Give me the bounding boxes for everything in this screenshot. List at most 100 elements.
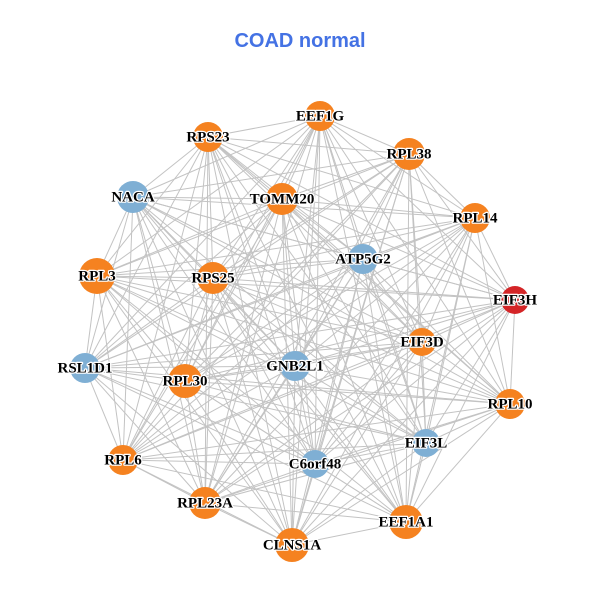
node-RPL30 xyxy=(168,364,202,398)
node-label-RSL1D1: RSL1D1 xyxy=(57,360,112,376)
node-label-EEF1G: EEF1G xyxy=(296,108,345,124)
node-label-EIF3L: EIF3L xyxy=(405,435,448,451)
edge-EIF3D-EIF3L xyxy=(421,341,427,444)
node-label-RPL6: RPL6 xyxy=(104,452,142,468)
edge-NACA-TOMM20 xyxy=(132,196,283,200)
edge-RSL1D1-RPL23A xyxy=(84,367,206,504)
node-RPL10 xyxy=(495,389,525,419)
node-RPS23 xyxy=(193,122,223,152)
edge-RPS25-CLNS1A xyxy=(212,277,293,546)
edge-RPL10-CLNS1A xyxy=(291,403,511,546)
edge-ATP5G2-RPL10 xyxy=(362,258,511,405)
edge-EIF3L-CLNS1A xyxy=(291,442,427,546)
edge-EEF1A1-CLNS1A xyxy=(291,521,407,546)
node-label-RPL38: RPL38 xyxy=(387,146,432,162)
edge-EEF1G-GNB2L1 xyxy=(294,115,321,367)
edge-EIF3H-EIF3D xyxy=(421,299,516,343)
edge-C6orf48-EEF1A1 xyxy=(314,463,407,523)
edge-RPL38-EIF3L xyxy=(408,153,427,444)
edge-RPS25-RPL6 xyxy=(122,277,214,461)
edge-EEF1G-EIF3D xyxy=(319,115,423,343)
edge-RPL30-EIF3L xyxy=(184,380,427,444)
edge-RPS25-EIF3H xyxy=(212,277,516,301)
edge-EIF3D-GNB2L1 xyxy=(294,341,423,367)
edge-RPL3-RPL23A xyxy=(96,275,206,504)
edge-TOMM20-EEF1A1 xyxy=(281,198,407,523)
edge-RPL3-EIF3H xyxy=(96,275,516,301)
edge-ATP5G2-CLNS1A xyxy=(291,258,364,546)
node-label-RPL10: RPL10 xyxy=(488,396,533,412)
edge-RPS25-RPL10 xyxy=(212,277,511,405)
edge-RPL14-GNB2L1 xyxy=(294,217,476,367)
node-label-CLNS1A: CLNS1A xyxy=(263,537,322,553)
edge-RPL38-RPL3 xyxy=(96,153,410,277)
node-RPS25 xyxy=(197,262,229,294)
edge-RPL3-EEF1A1 xyxy=(96,275,407,523)
edge-NACA-RPL14 xyxy=(132,196,476,219)
node-EEF1G xyxy=(305,101,335,131)
edge-RPL3-EIF3D xyxy=(96,275,423,343)
edge-GNB2L1-EEF1A1 xyxy=(294,365,407,523)
edge-EEF1G-EIF3H xyxy=(319,115,516,301)
node-label-EEF1A1: EEF1A1 xyxy=(378,514,433,530)
edge-EIF3H-EIF3L xyxy=(425,299,516,444)
node-EIF3H xyxy=(501,286,529,314)
node-label-TOMM20: TOMM20 xyxy=(250,191,315,207)
edge-ATP5G2-RPS25 xyxy=(212,258,364,279)
node-NACA xyxy=(117,181,149,213)
edge-EEF1G-ATP5G2 xyxy=(319,115,364,260)
edge-TOMM20-RPL14 xyxy=(281,198,476,219)
edge-RPS25-EEF1A1 xyxy=(212,277,407,523)
edge-RPL10-EIF3L xyxy=(425,403,511,444)
node-label-NACA: NACA xyxy=(111,189,154,205)
edge-EEF1G-RPL30 xyxy=(184,115,321,382)
edge-RPL3-C6orf48 xyxy=(96,275,316,465)
edge-RPL6-EIF3L xyxy=(122,442,427,461)
node-label-RPS25: RPS25 xyxy=(191,270,234,286)
edge-TOMM20-RSL1D1 xyxy=(84,198,283,369)
node-TOMM20 xyxy=(266,183,298,215)
edge-RPL14-C6orf48 xyxy=(314,217,476,465)
edge-RPL10-C6orf48 xyxy=(314,403,511,465)
edge-EIF3D-C6orf48 xyxy=(314,341,423,465)
node-RPL38 xyxy=(393,138,425,170)
edge-EIF3H-RPL10 xyxy=(509,299,516,405)
edge-C6orf48-RPL23A xyxy=(204,463,316,504)
edge-RPS23-EIF3D xyxy=(207,136,423,343)
edge-RPL14-RPL23A xyxy=(204,217,476,504)
edge-RPL14-RPL3 xyxy=(96,217,476,277)
edge-EIF3D-RPL23A xyxy=(204,341,423,504)
edge-EIF3D-RSL1D1 xyxy=(84,341,423,369)
edge-ATP5G2-RPL3 xyxy=(96,258,364,277)
plot-title: COAD normal xyxy=(234,30,366,52)
edge-RPL38-TOMM20 xyxy=(281,153,410,200)
edge-RPL30-CLNS1A xyxy=(184,380,293,546)
edge-RSL1D1-EIF3L xyxy=(84,367,427,444)
node-label-EIF3H: EIF3H xyxy=(493,292,538,308)
edge-EEF1G-RPS23 xyxy=(207,115,321,138)
edge-GNB2L1-RPL23A xyxy=(204,365,296,504)
node-RPL23A xyxy=(189,487,221,519)
edge-EEF1G-NACA xyxy=(132,115,321,198)
edge-EIF3H-GNB2L1 xyxy=(294,299,516,367)
node-label-RPL14: RPL14 xyxy=(453,210,499,226)
edge-ATP5G2-EIF3D xyxy=(362,258,423,343)
edge-TOMM20-RPL30 xyxy=(184,198,283,382)
edge-RPS25-RPL23A xyxy=(204,277,214,504)
edge-RPL38-NACA xyxy=(132,153,410,198)
edge-EIF3H-RSL1D1 xyxy=(84,299,516,369)
edge-RPL10-RPL23A xyxy=(204,403,511,504)
edge-RPS23-NACA xyxy=(132,136,209,198)
edge-RPL3-GNB2L1 xyxy=(96,275,296,367)
edge-EEF1G-EIF3L xyxy=(319,115,427,444)
edges-layer xyxy=(84,115,516,546)
edge-RPL38-RPS25 xyxy=(212,153,410,279)
edge-GNB2L1-CLNS1A xyxy=(291,365,296,546)
edge-ATP5G2-EEF1A1 xyxy=(362,258,407,523)
edge-EIF3D-EEF1A1 xyxy=(405,341,423,523)
edge-RPL23A-EEF1A1 xyxy=(204,502,407,523)
node-label-RPL23A: RPL23A xyxy=(177,495,233,511)
edge-RPL14-EIF3D xyxy=(421,217,476,343)
